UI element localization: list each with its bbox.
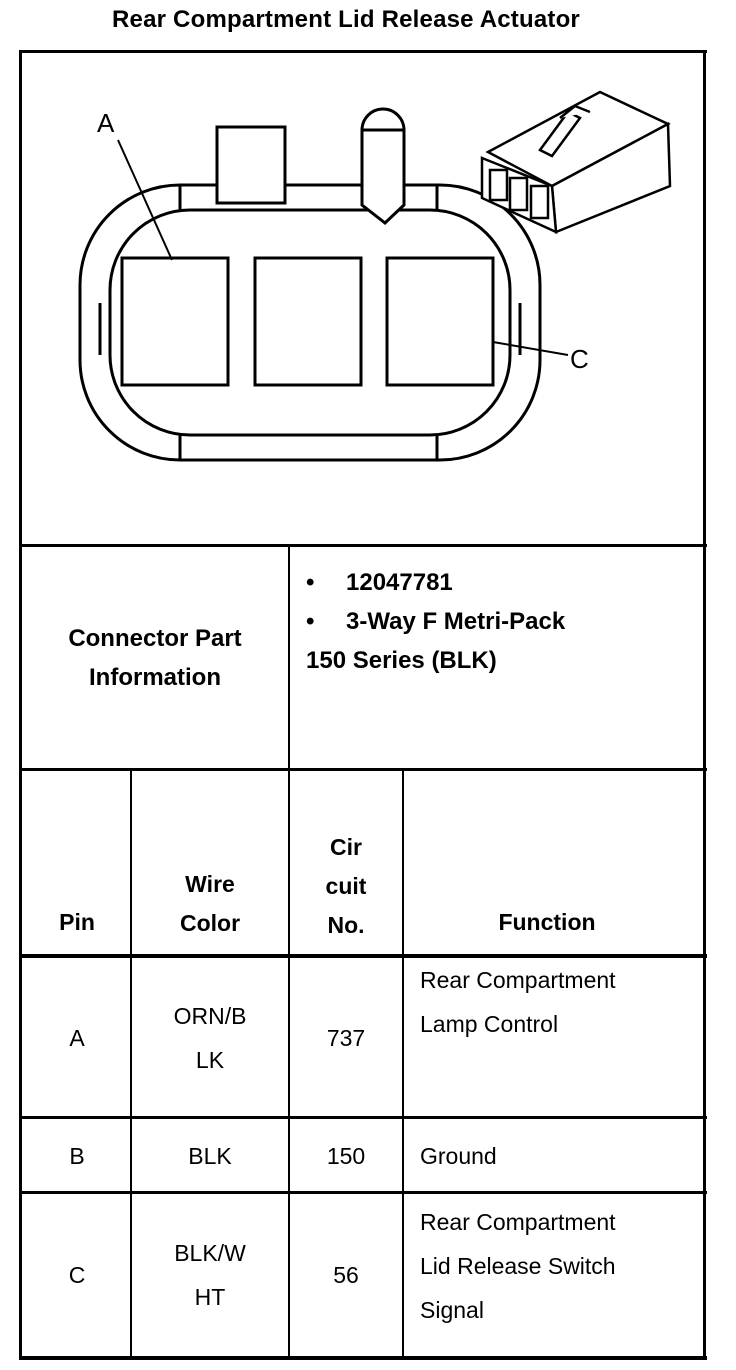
- header-circuit-line2: cuit: [325, 872, 367, 899]
- pin-c-callout: C: [570, 344, 589, 374]
- row-b-wire-color: BLK: [188, 1143, 232, 1169]
- connector-info-header: Connector Part Information: [22, 547, 288, 768]
- row-c-circuit: 56: [333, 1262, 359, 1288]
- page-title: Rear Compartment Lid Release Actuator: [112, 6, 580, 33]
- row-c-function-line1: Rear Compartment: [420, 1209, 616, 1235]
- row-a-function-line1: Rear Compartment: [420, 967, 616, 993]
- header-circuit-line3: No.: [327, 911, 365, 938]
- row-b-pin: B: [69, 1143, 85, 1169]
- connector-series: 150 Series (BLK): [306, 647, 497, 674]
- cavity-b: [253, 256, 363, 387]
- connector-info-values: • 12047781 • 3-Way F Metri-Pack 150 Seri…: [306, 563, 686, 680]
- row-c-pin: C: [68, 1262, 86, 1288]
- cavity-a: [120, 256, 230, 387]
- header-wire-color: Wire Color: [132, 860, 288, 948]
- header-pin: Pin: [59, 909, 95, 935]
- row-c-wire-line2: HT: [194, 1284, 226, 1310]
- connector-thumbnail: [480, 90, 672, 235]
- connector-key: [215, 125, 287, 205]
- row-c-wire-color: BLK/W HT: [132, 1195, 288, 1355]
- connector-part-number: 12047781: [346, 569, 453, 596]
- connector-info-header-line1: Connector Part: [68, 624, 242, 652]
- row-a-wire-color: ORN/B LK: [132, 958, 288, 1118]
- row-b-function: Ground: [420, 1143, 497, 1169]
- connector-bullet-2: • 3-Way F Metri-Pack: [306, 602, 686, 641]
- connector-type: 3-Way F Metri-Pack: [346, 608, 566, 635]
- cavity-c: [385, 256, 495, 387]
- connector-bullet-1: • 12047781: [306, 563, 686, 602]
- header-wire-color-line1: Wire: [185, 871, 235, 897]
- row-c-wire-line1: BLK/W: [174, 1240, 246, 1266]
- row-a-circuit: 737: [326, 1025, 366, 1051]
- connector-housing-inner: [108, 208, 512, 437]
- pin-a-callout: A: [97, 108, 115, 138]
- row-b-circuit: 150: [326, 1143, 366, 1169]
- header-circuit-line1: Cir: [330, 833, 362, 860]
- bullet-icon: •: [306, 608, 315, 635]
- row-a-function-line2: Lamp Control: [420, 1011, 559, 1037]
- connector-table: [19, 50, 707, 1360]
- row-a-pin: A: [69, 1025, 85, 1051]
- connector-housing-outer: [78, 183, 542, 462]
- row-c-function-line3: Signal: [420, 1297, 484, 1323]
- bullet-icon: •: [306, 569, 315, 596]
- row-a-function: Rear Compartment Lamp Control: [420, 958, 690, 1108]
- row-c-function: Rear Compartment Lid Release Switch Sign…: [420, 1200, 690, 1350]
- row-c-function-line2: Lid Release Switch: [420, 1253, 616, 1279]
- row-a-wire-line1: ORN/B: [173, 1003, 247, 1029]
- connector-info-header-line2: Information: [89, 663, 221, 691]
- header-function: Function: [498, 909, 596, 935]
- header-wire-color-line2: Color: [179, 910, 241, 936]
- row-a-wire-line2: LK: [195, 1047, 225, 1073]
- header-circuit-no: Cir cuit No.: [290, 824, 402, 948]
